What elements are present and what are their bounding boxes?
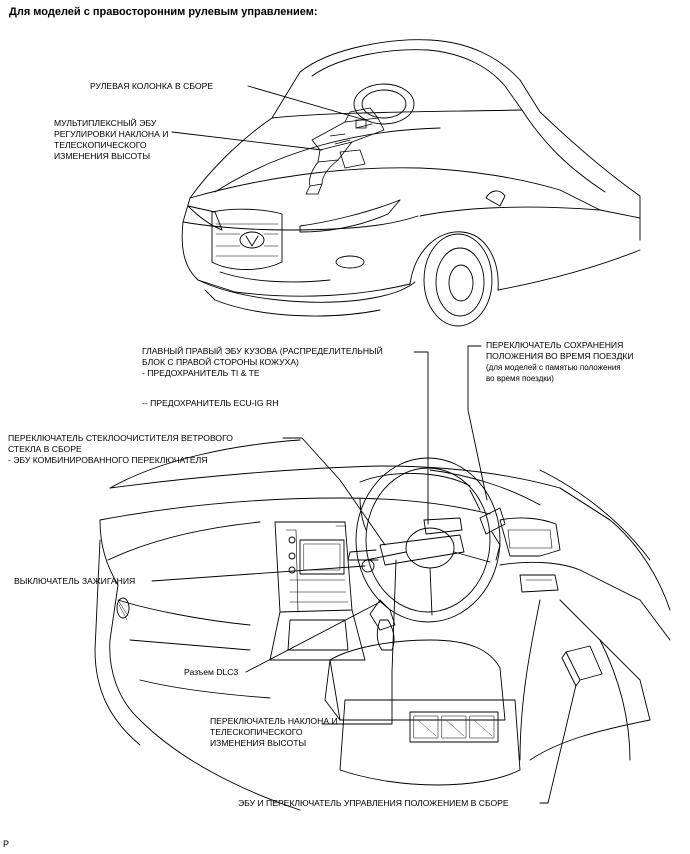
label-memory-note: во время поездки) — [486, 374, 554, 383]
label-line: ГЛАВНЫЙ ПРАВЫЙ ЭБУ КУЗОВА (РАСПРЕДЕЛИТЕЛ… — [142, 346, 383, 356]
leader-lines — [152, 86, 576, 803]
label-line: МУЛЬТИПЛЕКСНЫЙ ЭБУ — [54, 118, 157, 128]
label-line: ПЕРЕКЛЮЧАТЕЛЬ СТЕКЛООЧИСТИТЕЛЯ ВЕТРОВОГО — [8, 433, 233, 443]
label-fuse-ecu-ig-text: -- ПРЕДОХРАНИТЕЛЬ ECU-IG RH — [142, 398, 279, 408]
label-line: ИЗМЕНЕНИЯ ВЫСОТЫ — [210, 738, 307, 748]
label-line: БЛОК С ПРАВОЙ СТОРОНЫ КОЖУХА) — [142, 357, 299, 367]
interior-illustration — [95, 440, 670, 810]
label-multiplex-ecu: МУЛЬТИПЛЕКСНЫЙ ЭБУ РЕГУЛИРОВКИ НАКЛОНА И… — [54, 118, 168, 162]
label-dlc3: Разъем DLC3 — [184, 667, 238, 678]
label-line: ПЕРЕКЛЮЧАТЕЛЬ СОХРАНЕНИЯ — [486, 340, 624, 350]
label-memory-switch: ПЕРЕКЛЮЧАТЕЛЬ СОХРАНЕНИЯ ПОЛОЖЕНИЯ ВО ВР… — [486, 340, 634, 384]
label-wiper-switch: ПЕРЕКЛЮЧАТЕЛЬ СТЕКЛООЧИСТИТЕЛЯ ВЕТРОВОГО… — [8, 433, 233, 466]
label-ignition-text: ВЫКЛЮЧАТЕЛЬ ЗАЖИГАНИЯ — [14, 576, 136, 586]
label-fuse-ecu-ig: -- ПРЕДОХРАНИТЕЛЬ ECU-IG RH — [142, 398, 278, 409]
page-title: Для моделей с правосторонним рулевым упр… — [9, 6, 318, 18]
label-position-ecu: ЭБУ И ПЕРЕКЛЮЧАТЕЛЬ УПРАВЛЕНИЯ ПОЛОЖЕНИЕ… — [238, 798, 509, 809]
label-line: ПЕРЕКЛЮЧАТЕЛЬ НАКЛОНА И — [210, 716, 338, 726]
label-main-body-ecu: ГЛАВНЫЙ ПРАВЫЙ ЭБУ КУЗОВА (РАСПРЕДЕЛИТЕЛ… — [142, 346, 383, 379]
label-fuse-ti-te: - ПРЕДОХРАНИТЕЛЬ TI & TE — [142, 368, 260, 378]
label-position-ecu-text: ЭБУ И ПЕРЕКЛЮЧАТЕЛЬ УПРАВЛЕНИЯ ПОЛОЖЕНИЕ… — [238, 798, 509, 808]
label-line: РЕГУЛИРОВКИ НАКЛОНА И — [54, 129, 169, 139]
label-line: ТЕЛЕСКОПИЧЕСКОГО — [54, 140, 147, 150]
label-line: ТЕЛЕСКОПИЧЕСКОГО — [210, 727, 303, 737]
car-exterior-illustration — [182, 40, 640, 326]
label-steering-column: РУЛЕВАЯ КОЛОНКА В СБОРЕ — [90, 81, 213, 92]
label-line: СТЕКЛА В СБОРЕ — [8, 444, 82, 454]
label-dlc3-text: Разъем DLC3 — [184, 667, 239, 677]
label-ignition: ВЫКЛЮЧАТЕЛЬ ЗАЖИГАНИЯ — [14, 576, 135, 587]
steering-column-assembly-illustration — [306, 108, 384, 194]
label-steering-column-text: РУЛЕВАЯ КОЛОНКА В СБОРЕ — [90, 81, 214, 91]
label-combo-ecu: - ЭБУ КОМБИНИРОВАННОГО ПЕРЕКЛЮЧАТЕЛЯ — [8, 455, 208, 465]
label-line: ИЗМЕНЕНИЯ ВЫСОТЫ — [54, 151, 151, 161]
label-line: ПОЛОЖЕНИЯ ВО ВРЕМЯ ПОЕЗДКИ — [486, 351, 634, 361]
label-tilt-switch: ПЕРЕКЛЮЧАТЕЛЬ НАКЛОНА И ТЕЛЕСКОПИЧЕСКОГО… — [210, 716, 338, 749]
footer-code: P — [3, 839, 10, 849]
label-memory-note: (для моделей с памятью положения — [486, 363, 621, 372]
